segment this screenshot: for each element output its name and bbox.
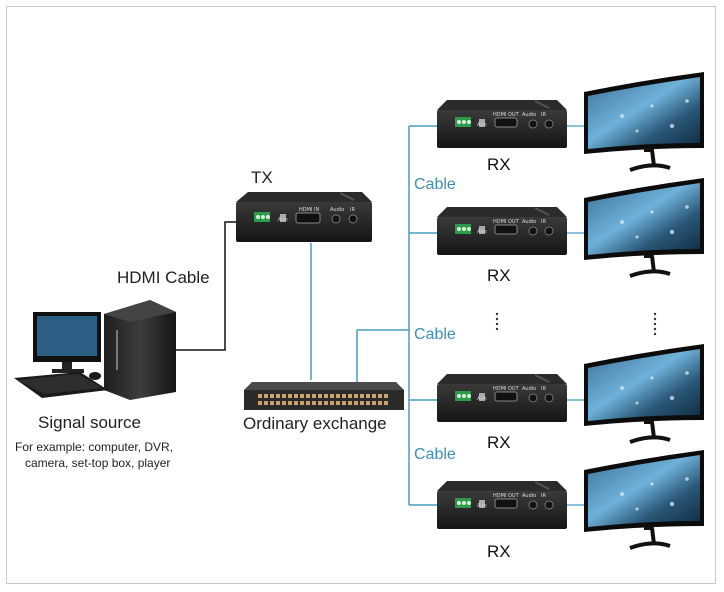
switch-to-trunk-cable bbox=[356, 329, 409, 382]
monitor-2 bbox=[582, 176, 706, 278]
monitor-3 bbox=[582, 342, 706, 444]
monitor-1 bbox=[582, 70, 706, 172]
rx-label: RX bbox=[487, 433, 511, 452]
tx-label: TX bbox=[251, 168, 273, 187]
signal-source-example-line2: camera, set-top box, player bbox=[25, 456, 171, 470]
rx-extender-4 bbox=[436, 480, 568, 530]
hdmi-cable-line bbox=[176, 221, 240, 351]
rx-label: RX bbox=[487, 266, 511, 285]
cable-label: Cable bbox=[414, 326, 456, 343]
rx-extender-1 bbox=[436, 99, 568, 149]
ordinary-exchange-label: Ordinary exchange bbox=[243, 414, 387, 433]
monitor-4 bbox=[582, 448, 706, 550]
tx-extender bbox=[236, 192, 372, 242]
network-switch bbox=[244, 382, 404, 410]
hdmi-cable-label: HDMI Cable bbox=[117, 268, 210, 287]
monitor-ellipsis bbox=[653, 312, 657, 336]
rx-extender-3 bbox=[436, 373, 568, 423]
diagram-frame bbox=[6, 6, 716, 584]
cable-label: Cable bbox=[414, 176, 456, 193]
signal-source-label: Signal source bbox=[38, 413, 142, 432]
cable-label: Cable bbox=[414, 446, 456, 463]
rx-label: RX bbox=[487, 542, 511, 561]
rx-extender-2 bbox=[436, 206, 568, 256]
signal-source-example-line1: For example: computer, DVR, bbox=[15, 440, 174, 454]
rx-ellipsis bbox=[495, 312, 499, 331]
rx-label: RX bbox=[487, 155, 511, 174]
computer-icon bbox=[14, 300, 176, 400]
